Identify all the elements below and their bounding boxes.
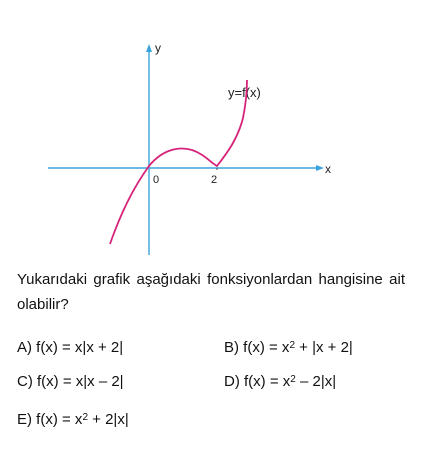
option-c[interactable]: C) f(x) = x|x – 2|: [17, 372, 124, 392]
option-text-rest: + 2|x|: [88, 411, 129, 428]
exponent: 2: [82, 412, 88, 423]
y-axis-label: y: [155, 41, 161, 55]
option-letter: D): [224, 373, 240, 390]
option-text: f(x) = x: [244, 373, 291, 390]
exponent: 2: [290, 374, 296, 385]
function-curve: [109, 79, 248, 245]
question-text: Yukarıdaki grafik aşağıdaki fonksiyonlar…: [17, 271, 405, 313]
option-d[interactable]: D) f(x) = x2 – 2|x|: [224, 372, 336, 392]
tick-label-2: 2: [211, 174, 217, 186]
option-text: f(x) = x|x + 2|: [36, 339, 124, 356]
option-b[interactable]: B) f(x) = x2 + |x + 2|: [224, 338, 353, 358]
option-text: f(x) = x: [36, 411, 83, 428]
function-graph: y x 0 2 y=f(x): [48, 41, 331, 255]
function-label: y=f(x): [228, 85, 261, 100]
option-letter: A): [17, 339, 32, 356]
option-text-rest: – 2|x|: [295, 373, 337, 390]
origin-label: 0: [153, 174, 159, 186]
option-text: f(x) = x|x – 2|: [37, 373, 124, 390]
x-axis-label: x: [325, 162, 331, 176]
option-letter: B): [224, 339, 239, 356]
option-text: f(x) = x: [243, 339, 290, 356]
x-axis-arrow: [316, 165, 324, 171]
y-axis-arrow: [146, 44, 152, 52]
option-letter: E): [17, 411, 32, 428]
option-text-rest: + |x + 2|: [295, 339, 353, 356]
exponent: 2: [289, 340, 295, 351]
option-e[interactable]: E) f(x) = x2 + 2|x|: [17, 410, 129, 430]
option-letter: C): [17, 373, 33, 390]
option-a[interactable]: A) f(x) = x|x + 2|: [17, 338, 123, 358]
